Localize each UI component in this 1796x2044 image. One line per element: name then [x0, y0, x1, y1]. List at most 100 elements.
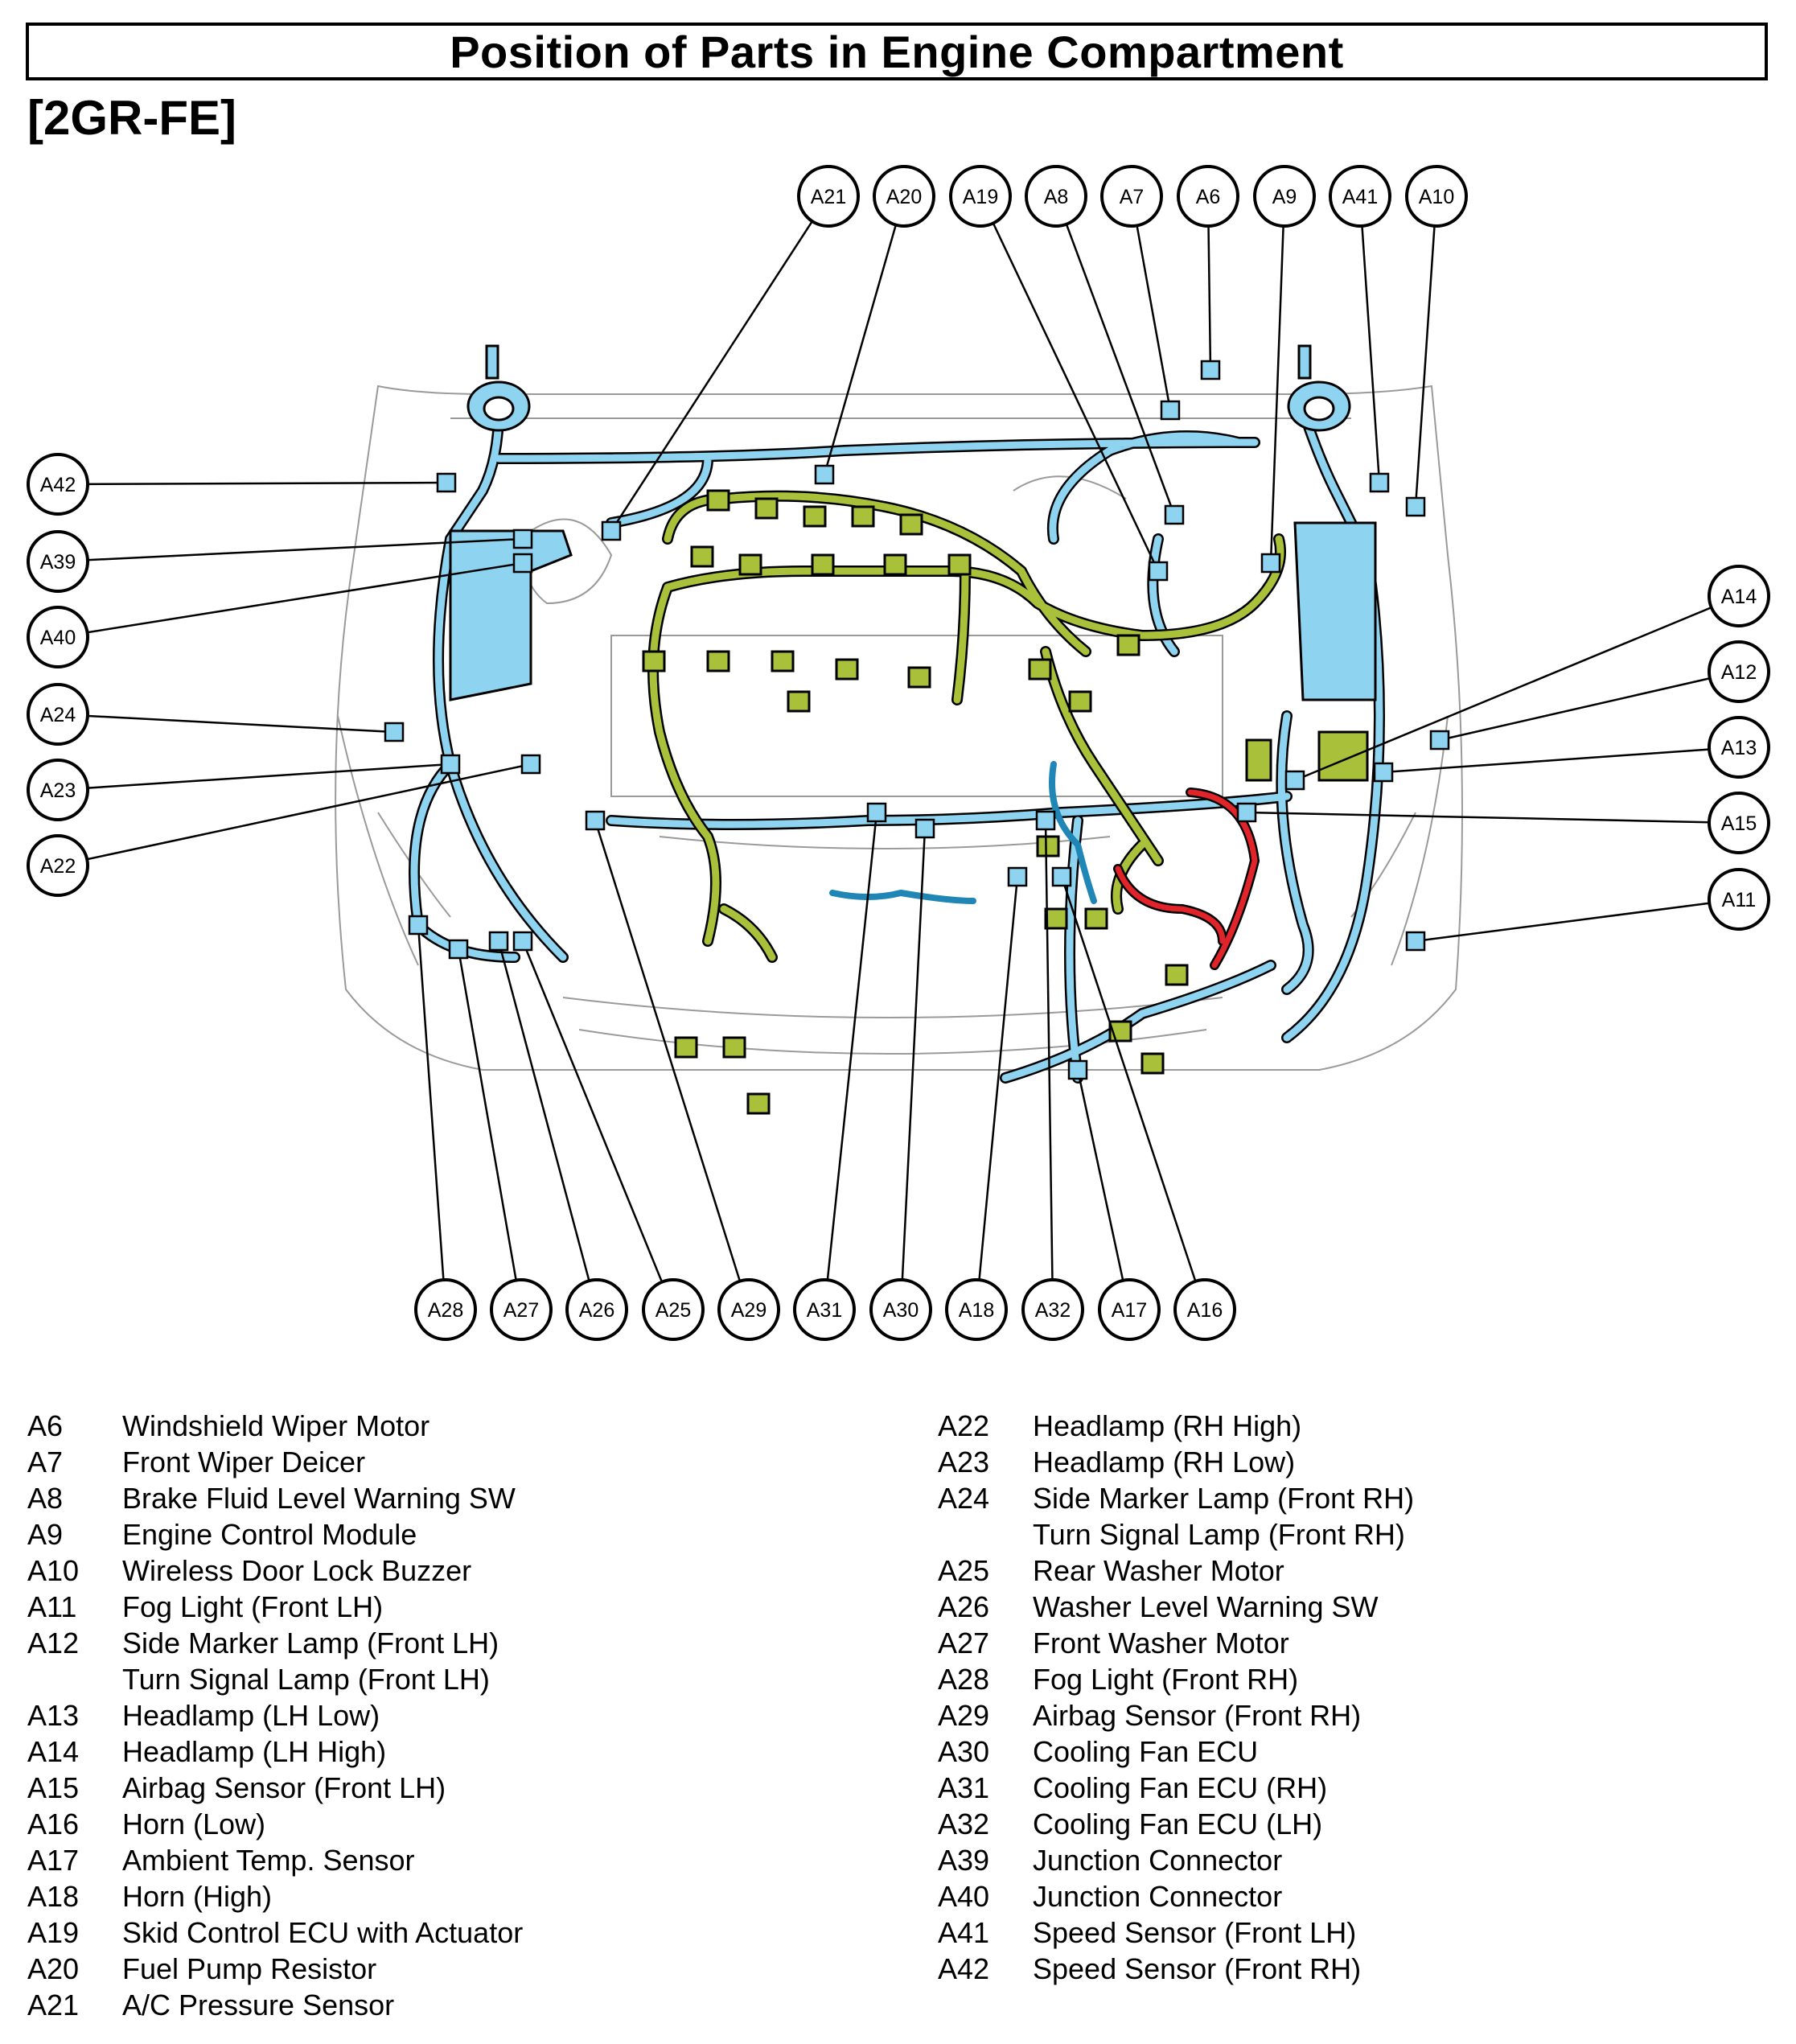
legend-code: A19	[27, 1916, 80, 1949]
callout-circle	[1405, 165, 1468, 228]
callout-label: A9	[1272, 186, 1297, 208]
legend-code: A10	[27, 1554, 80, 1587]
page-title: Position of Parts in Engine Compartment	[450, 26, 1344, 77]
callout-circle	[797, 165, 860, 228]
connector-marker	[1164, 504, 1185, 525]
callout-circle	[565, 1278, 628, 1341]
legend-desc: Side Marker Lamp (Front LH)	[122, 1627, 499, 1659]
connector-marker	[601, 520, 622, 541]
leader-line	[1044, 820, 1054, 1310]
connector-marker	[814, 464, 835, 485]
callout-label: A20	[886, 186, 922, 208]
connector-marker	[1051, 866, 1072, 887]
legend-row: Turn Signal Lamp (Front RH)	[938, 1516, 1414, 1553]
leader-line	[1294, 594, 1740, 782]
callout-label: A39	[40, 551, 76, 574]
legend-desc: Airbag Sensor (Front LH)	[122, 1771, 446, 1804]
leader-line	[899, 828, 927, 1310]
connector-marker	[512, 931, 533, 952]
callout-label: A12	[1721, 661, 1757, 684]
legend-desc: Headlamp (RH High)	[1033, 1409, 1302, 1442]
leader-line	[57, 713, 395, 734]
legend-desc: Skid Control ECU with Actuator	[122, 1916, 524, 1949]
leader-line	[979, 195, 1160, 572]
callout-circle	[1177, 165, 1239, 228]
legend-desc: Wireless Door Lock Buzzer	[122, 1554, 472, 1587]
legend-desc: Horn (Low)	[122, 1808, 266, 1840]
callout-circle	[717, 1278, 780, 1341]
leader-line	[57, 481, 447, 486]
legend-code: A12	[27, 1627, 80, 1659]
callout-label: A7	[1120, 186, 1145, 208]
legend-code: A28	[938, 1663, 990, 1696]
legend-desc: Headlamp (LH Low)	[122, 1699, 380, 1732]
legend-code: A17	[27, 1844, 80, 1877]
callout-label: A32	[1035, 1299, 1071, 1322]
legend-desc: Junction Connector	[1033, 1844, 1283, 1877]
leader-line	[457, 948, 523, 1310]
legend-row: A12 Side Marker Lamp (Front LH)	[27, 1625, 523, 1661]
connector-marker	[1405, 931, 1426, 952]
callout-circle	[27, 530, 89, 593]
connector-marker	[1429, 730, 1450, 751]
callout-circle	[1021, 1278, 1084, 1341]
callout-circle	[793, 1278, 856, 1341]
leader-line	[1054, 195, 1176, 516]
callout-label: A28	[428, 1299, 463, 1322]
leader-line	[1130, 195, 1172, 411]
legend-desc: Side Marker Lamp (Front RH)	[1033, 1482, 1415, 1515]
legend-desc: Brake Fluid Level Warning SW	[122, 1482, 516, 1515]
legend-code	[938, 1516, 1033, 1553]
callout-label: A22	[40, 855, 76, 878]
legend-desc: Fog Light (Front LH)	[122, 1590, 384, 1623]
leader-line	[1439, 670, 1740, 742]
callout-label: A40	[40, 627, 76, 649]
blue-components	[449, 344, 1377, 701]
harness-red	[1113, 788, 1260, 970]
callout-label: A19	[963, 186, 998, 208]
leader-line	[57, 561, 524, 639]
leader-line	[594, 820, 750, 1310]
connector-marker	[914, 818, 935, 839]
legend-desc: Cooling Fan ECU	[1033, 1735, 1259, 1768]
legend-desc: Turn Signal Lamp (Front LH)	[122, 1663, 490, 1696]
callout-label: A11	[1722, 889, 1757, 911]
leader-lines	[57, 195, 1740, 1310]
connector-marker	[1200, 360, 1221, 380]
connector-marker	[866, 802, 887, 823]
legend-desc: Speed Sensor (Front LH)	[1033, 1916, 1357, 1949]
legend-code: A6	[27, 1409, 64, 1442]
legend-desc: Headlamp (RH Low)	[1033, 1446, 1296, 1479]
legend-row: Turn Signal Lamp (Front LH)	[27, 1661, 523, 1697]
legend-code: A29	[938, 1699, 990, 1732]
leader-line	[521, 940, 675, 1310]
leader-line	[417, 924, 447, 1310]
legend-desc: Cooling Fan ECU (RH)	[1033, 1771, 1328, 1804]
legend-desc: Airbag Sensor (Front RH)	[1033, 1699, 1362, 1732]
callout-label: A15	[1721, 812, 1757, 835]
connector-marker	[1160, 400, 1181, 421]
legend-code	[27, 1661, 122, 1697]
callout-label: A29	[731, 1299, 766, 1322]
callout-circle	[1329, 165, 1391, 228]
callout-label: A6	[1196, 186, 1221, 208]
green-connectors	[642, 489, 1369, 1115]
connector-marker	[436, 472, 457, 493]
leader-line	[975, 876, 1019, 1310]
harness-green-fill	[649, 492, 1284, 961]
callout-circle	[642, 1278, 705, 1341]
legend-code: A32	[938, 1808, 990, 1840]
